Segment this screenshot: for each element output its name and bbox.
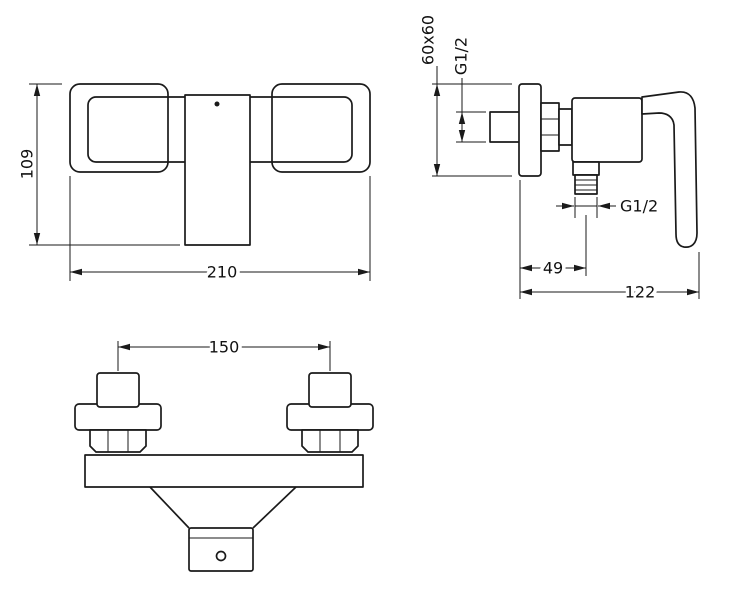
dim-label-49: 49	[543, 259, 563, 278]
dimension-depth-49: 49	[519, 180, 587, 299]
dimension-spacing-150: 150	[117, 334, 331, 371]
side-wall-plate	[518, 83, 542, 177]
bottom-funnel-right-edge	[252, 486, 297, 529]
bottom-view: 150	[74, 334, 374, 572]
bottom-body-bar	[84, 454, 364, 488]
dim-label-outlet-g12: G1/2	[620, 197, 658, 216]
bottom-spout	[188, 527, 254, 572]
front-left-escutcheon	[69, 83, 169, 173]
dim-label-109: 109	[18, 149, 37, 180]
side-hex-nut	[540, 102, 560, 152]
bottom-right-flange	[286, 403, 374, 431]
bottom-right-pipe	[308, 372, 352, 408]
dim-label-60x60: 60x60	[419, 15, 438, 65]
side-inlet-stub	[489, 111, 521, 143]
side-lever-handle	[641, 91, 698, 248]
front-body-handle	[184, 94, 251, 246]
dimension-inlet-g12: G1/2	[448, 33, 486, 143]
dimension-width-210: 210	[69, 176, 371, 285]
front-top-screw	[214, 101, 220, 107]
side-valve-body	[571, 97, 643, 163]
bottom-left-pipe	[96, 372, 140, 408]
dim-label-150: 150	[209, 338, 240, 357]
dimension-height-109: 109	[14, 83, 180, 246]
side-adapter	[558, 108, 573, 146]
dim-label-122: 122	[625, 283, 656, 302]
bottom-spout-hole	[215, 550, 227, 562]
bottom-left-flange	[74, 403, 162, 431]
front-right-escutcheon	[271, 83, 371, 173]
side-view: 60x60 G1/2 G1/2 49	[415, 11, 700, 305]
dimension-depth-122: 122	[520, 252, 700, 305]
dimension-outlet-g12: G1/2	[556, 193, 662, 219]
front-view: 109 210	[14, 83, 371, 285]
dim-label-inlet-g12: G1/2	[452, 37, 471, 75]
dim-label-210: 210	[207, 263, 238, 282]
bottom-funnel-left-edge	[149, 486, 190, 529]
bottom-left-hex-nut	[89, 429, 147, 453]
side-outlet-collar	[572, 161, 600, 176]
bottom-right-hex-nut	[301, 429, 359, 453]
dimension-plate-60x60: 60x60	[415, 11, 512, 177]
